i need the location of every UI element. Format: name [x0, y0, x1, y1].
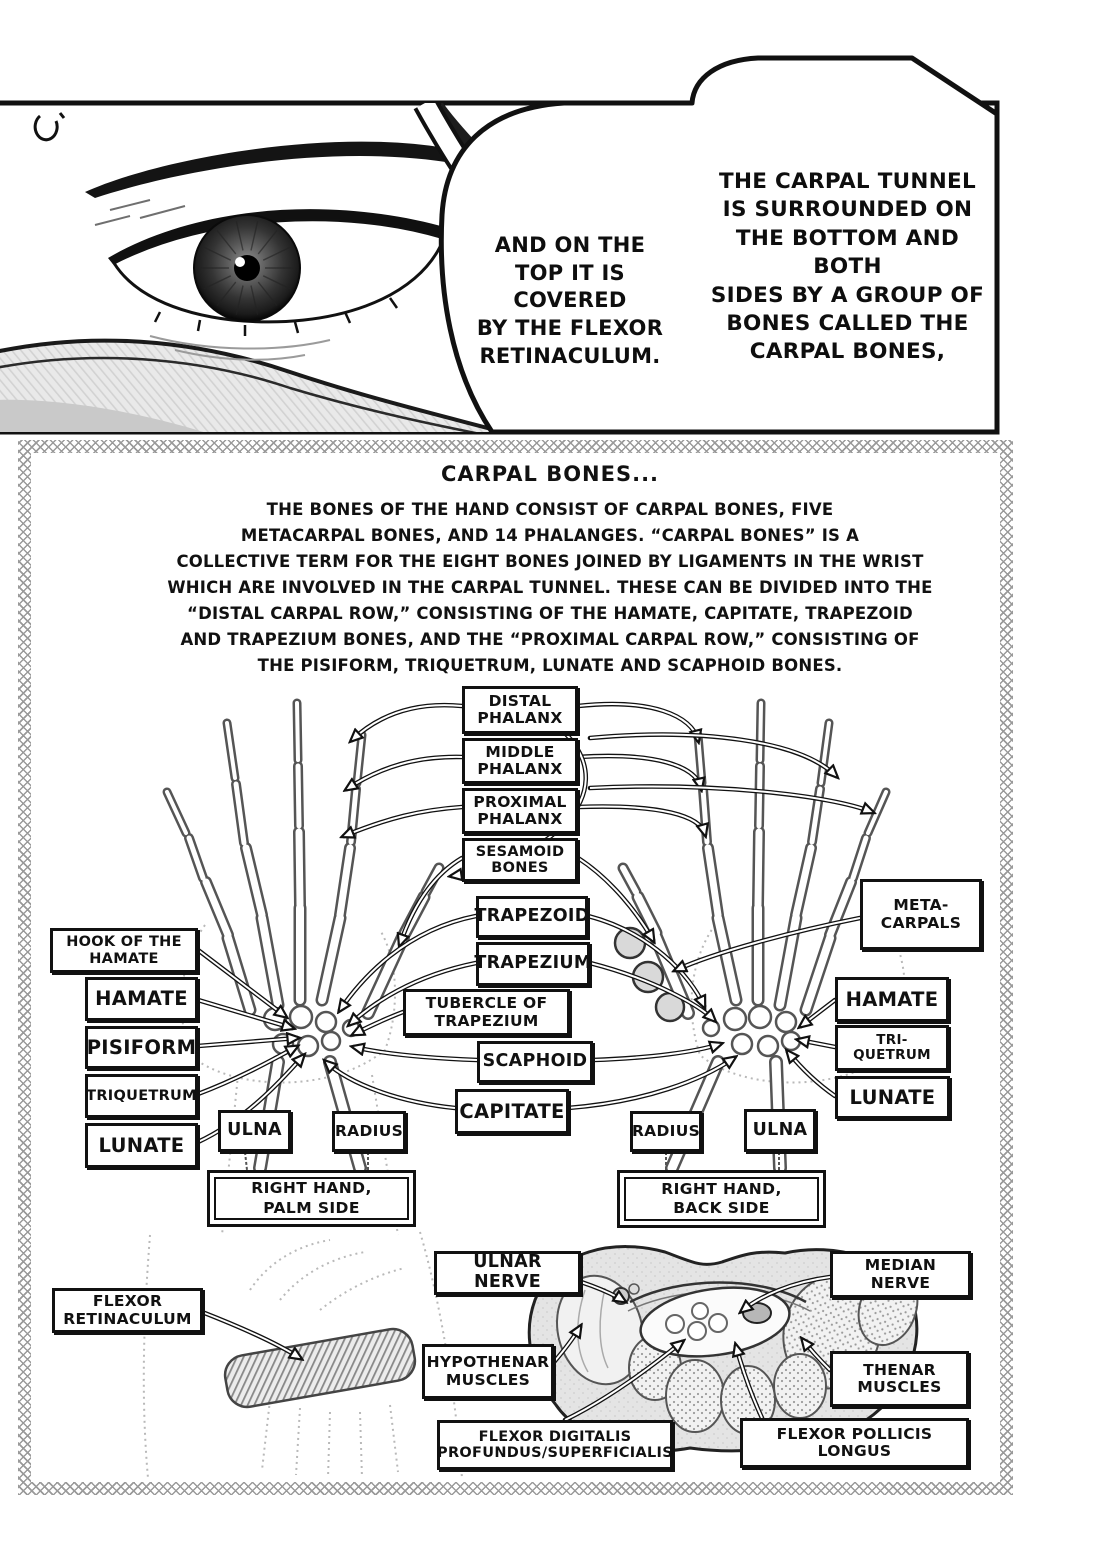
- label-lunate-right: LUNATE: [835, 1076, 950, 1119]
- label-sesamoid-bones: SESAMOID BONES: [462, 838, 578, 882]
- speech-bubble-left-text: AND ON THE TOP IT IS COVERED BY THE FLEX…: [476, 233, 664, 368]
- label-lunate-left: LUNATE: [85, 1123, 198, 1168]
- infobox-title: CARPAL BONES...: [440, 462, 660, 486]
- label-flexor-retinaculum: FLEXOR RETINACULUM: [52, 1288, 203, 1333]
- label-radius-left: RADIUS: [332, 1111, 406, 1152]
- label-distal-phalanx: DISTAL PHALANX: [462, 686, 578, 734]
- label-capitate: CAPITATE: [455, 1089, 569, 1134]
- label-middle-phalanx: MIDDLE PHALANX: [462, 738, 578, 784]
- caption-right-hand-back: RIGHT HAND, BACK SIDE: [617, 1170, 826, 1228]
- label-pisiform: PISIFORM: [85, 1026, 198, 1069]
- label-ulnar-nerve: ULNAR NERVE: [434, 1251, 581, 1295]
- iris: [193, 214, 301, 322]
- label-hamate-left: HAMATE: [85, 977, 198, 1021]
- label-triquetrum-right: TRI- QUETRUM: [835, 1025, 949, 1071]
- label-hypothenar-muscles: HYPOTHENAR MUSCLES: [422, 1344, 554, 1399]
- label-triquetrum-left: TRIQUETRUM: [85, 1074, 198, 1118]
- label-hook-of-the-hamate: HOOK OF THE HAMATE: [50, 928, 198, 973]
- label-metacarpals: META- CARPALS: [860, 879, 982, 950]
- label-ulna-left: ULNA: [218, 1110, 291, 1152]
- label-tubercle-of-trapezium: TUBERCLE OF TRAPEZIUM: [403, 989, 570, 1036]
- infobox-body: THE BONES OF THE HAND CONSIST OF CARPAL …: [167, 500, 933, 675]
- speech-bubble-right-text: THE CARPAL TUNNEL IS SURROUNDED ON THE B…: [710, 169, 985, 365]
- label-median-nerve: MEDIAN NERVE: [830, 1251, 971, 1298]
- caption-right-hand-palm: RIGHT HAND, PALM SIDE: [207, 1170, 416, 1227]
- breath-mark-icon: [33, 112, 66, 142]
- label-hamate-right: HAMATE: [835, 977, 949, 1022]
- label-flexor-digitalis: FLEXOR DIGITALIS PROFUNDUS/SUPERFICIALIS: [437, 1420, 673, 1470]
- label-thenar-muscles: THENAR MUSCLES: [830, 1351, 969, 1407]
- label-flexor-pollicis: FLEXOR POLLICIS LONGUS: [740, 1418, 969, 1468]
- label-proximal-phalanx: PROXIMAL PHALANX: [462, 788, 578, 834]
- label-ulna-right: ULNA: [744, 1109, 816, 1152]
- label-trapezoid: TRAPEZOID: [474, 896, 589, 938]
- label-radius-right: RADIUS: [630, 1111, 702, 1152]
- label-scaphoid: SCAPHOID: [477, 1041, 593, 1083]
- label-trapezium: TRAPEZIUM: [474, 942, 591, 986]
